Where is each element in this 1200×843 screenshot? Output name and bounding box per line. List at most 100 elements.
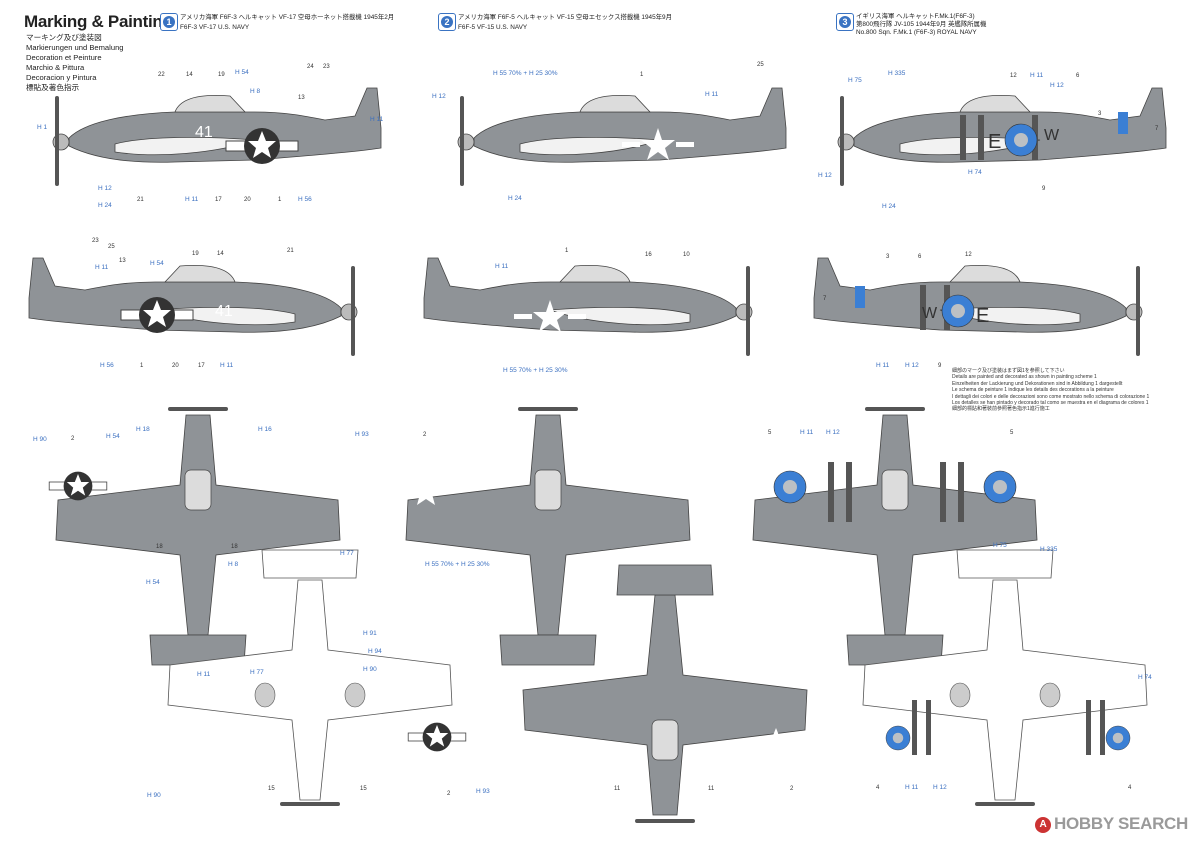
svg-text:H 12: H 12 xyxy=(933,784,947,791)
scheme-1-side-left: 41 xyxy=(52,87,382,187)
svg-text:W: W xyxy=(1044,127,1060,144)
scheme-3-side-left: E W xyxy=(837,87,1167,187)
scheme-3-jp2: 第800飛行隊 JV-105 1944年9月 英艦隊所属機 xyxy=(856,21,987,28)
svg-text:20: 20 xyxy=(172,363,179,369)
svg-text:H 11: H 11 xyxy=(220,362,234,369)
watermark-logo-icon: A xyxy=(1035,817,1051,833)
scheme-3-badge: 3 xyxy=(836,13,854,31)
svg-text:5: 5 xyxy=(768,430,772,436)
svg-text:21: 21 xyxy=(287,248,294,254)
svg-text:H 11: H 11 xyxy=(185,196,199,203)
callout-numbers: 22 14 19 24 23 13 21 17 20 1 1 25 12 6 3… xyxy=(71,62,1159,797)
svg-text:15: 15 xyxy=(268,786,275,792)
svg-text:41: 41 xyxy=(215,303,233,320)
scheme-notes: 細部のマーク及び塗装はまず図1を参照して下さい Details are pain… xyxy=(952,368,1150,413)
svg-text:H 24: H 24 xyxy=(882,203,896,210)
svg-text:6: 6 xyxy=(918,254,922,260)
svg-text:5: 5 xyxy=(1010,430,1014,436)
svg-text:H 11: H 11 xyxy=(1030,72,1044,79)
svg-text:H 8: H 8 xyxy=(228,561,239,568)
svg-text:24: 24 xyxy=(307,64,314,70)
svg-text:12: 12 xyxy=(965,252,972,258)
svg-text:H 16: H 16 xyxy=(258,426,272,433)
svg-text:2: 2 xyxy=(71,436,75,442)
svg-text:4: 4 xyxy=(876,785,880,791)
svg-text:H 90: H 90 xyxy=(147,792,161,799)
svg-text:H 8: H 8 xyxy=(250,88,261,95)
svg-text:H 11: H 11 xyxy=(495,263,509,270)
svg-text:41: 41 xyxy=(195,124,213,141)
svg-text:9: 9 xyxy=(938,363,942,369)
scheme-1-badge: 1 xyxy=(160,13,178,31)
scheme-2-top-view xyxy=(396,406,691,666)
scheme-3-bottom-view xyxy=(862,549,1148,807)
svg-text:H 335: H 335 xyxy=(888,70,906,77)
svg-text:H 55 70% + H 25 30%: H 55 70% + H 25 30% xyxy=(425,561,490,568)
svg-text:H 1: H 1 xyxy=(37,124,48,131)
svg-text:H 56: H 56 xyxy=(298,196,312,203)
svg-text:H 54: H 54 xyxy=(106,433,120,440)
scheme-2-side-right xyxy=(423,257,753,357)
svg-text:2: 2 xyxy=(423,432,427,438)
svg-text:6: 6 xyxy=(1076,73,1080,79)
svg-text:15: 15 xyxy=(360,786,367,792)
svg-text:H 11: H 11 xyxy=(876,362,890,369)
svg-text:H 12: H 12 xyxy=(826,429,840,436)
scheme-3-jp: イギリス海軍 ヘルキャットF.Mk.1(F6F-3) xyxy=(856,13,975,20)
svg-text:1: 1 xyxy=(640,72,644,78)
svg-text:H 18: H 18 xyxy=(136,426,150,433)
svg-text:W: W xyxy=(922,305,938,322)
scheme-1-jp: アメリカ海軍 F6F-3 ヘルキャット VF-17 空母ホーネット搭載機 194… xyxy=(180,14,395,21)
svg-text:H 24: H 24 xyxy=(98,202,112,209)
scheme-3-en: No.800 Sqn. F.Mk.1 (F6F-3) ROYAL NAVY xyxy=(856,29,977,36)
svg-text:H 55 70% + H 25 30%: H 55 70% + H 25 30% xyxy=(493,70,558,77)
svg-text:4: 4 xyxy=(1128,785,1132,791)
svg-text:19: 19 xyxy=(218,72,225,78)
lang-es: Decoracion y Pintura xyxy=(26,73,97,82)
svg-text:H 90: H 90 xyxy=(363,666,377,673)
scheme-3-side-right: E W xyxy=(813,257,1143,357)
svg-text:2: 2 xyxy=(790,786,794,792)
scheme-2-bottom-view xyxy=(522,564,808,824)
scheme-2-side-left xyxy=(457,87,787,187)
svg-text:H 55 70% + H 25 30%: H 55 70% + H 25 30% xyxy=(503,367,568,374)
page-title: Marking & Painting xyxy=(24,12,173,31)
svg-text:23: 23 xyxy=(323,64,330,70)
svg-text:H 77: H 77 xyxy=(250,669,264,676)
svg-text:H 12: H 12 xyxy=(98,185,112,192)
svg-text:H 11: H 11 xyxy=(705,91,719,98)
svg-text:11: 11 xyxy=(614,786,621,792)
paint-labels: H 1 H 12 H 24 H 11 H 54 H 8 H 11 H 56 H … xyxy=(33,69,1152,799)
svg-text:H 24: H 24 xyxy=(508,195,522,202)
language-list: マーキング及び塗装図 Markierungen und Bemalung Dec… xyxy=(26,33,124,93)
svg-text:H 75: H 75 xyxy=(848,77,862,84)
svg-text:H 91: H 91 xyxy=(363,630,377,637)
svg-text:H 54: H 54 xyxy=(146,579,160,586)
svg-text:H 93: H 93 xyxy=(476,788,490,795)
svg-text:1: 1 xyxy=(140,363,144,369)
svg-text:10: 10 xyxy=(683,252,690,258)
svg-text:E: E xyxy=(988,131,1001,153)
lang-fr: Decoration et Peinture xyxy=(26,53,102,62)
svg-text:3: 3 xyxy=(1098,111,1102,117)
svg-text:21: 21 xyxy=(137,197,144,203)
svg-text:H 77: H 77 xyxy=(340,550,354,557)
svg-text:7: 7 xyxy=(823,296,827,302)
svg-text:H 335: H 335 xyxy=(1040,546,1058,553)
svg-text:11: 11 xyxy=(708,786,715,792)
svg-text:H 11: H 11 xyxy=(95,264,109,271)
svg-text:12: 12 xyxy=(1010,73,1017,79)
svg-text:H 56: H 56 xyxy=(100,362,114,369)
svg-text:H 11: H 11 xyxy=(905,784,919,791)
scheme-1-side-right: 41 xyxy=(28,257,358,357)
svg-text:1: 1 xyxy=(278,197,282,203)
scheme-2-jp: アメリカ海軍 F6F-5 ヘルキャット VF-15 空母エセックス搭載機 194… xyxy=(458,14,672,21)
svg-text:18: 18 xyxy=(231,544,238,550)
svg-text:14: 14 xyxy=(217,251,224,257)
svg-text:25: 25 xyxy=(757,62,764,68)
svg-text:H 12: H 12 xyxy=(432,93,446,100)
svg-text:23: 23 xyxy=(92,238,99,244)
svg-text:13: 13 xyxy=(298,95,305,101)
svg-text:17: 17 xyxy=(215,197,222,203)
svg-text:22: 22 xyxy=(158,72,165,78)
